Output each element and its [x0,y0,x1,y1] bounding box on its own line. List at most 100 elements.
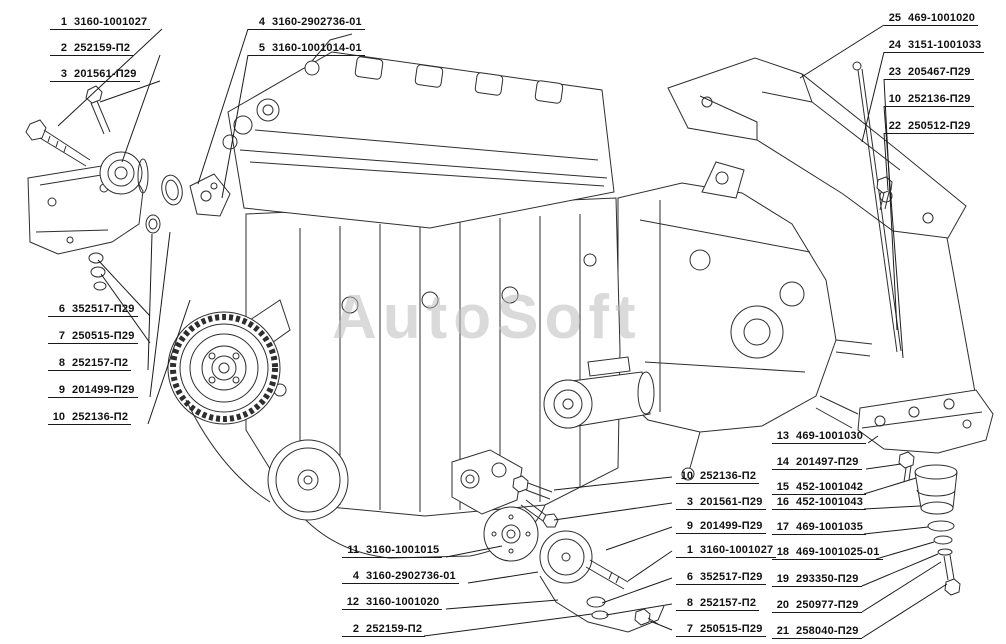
part-number: 10 [888,93,901,105]
part-number: 1 [686,544,693,556]
part-code: 3160-1001027 [74,16,148,28]
part-label: 16 452-1001043 [772,496,867,510]
part-code: 252159-П2 [366,623,423,635]
part-label: 7 250515-П29 [48,330,138,344]
part-label: 8 252157-П2 [48,357,132,371]
part-number: 8 [686,597,693,609]
part-code: 250515-П29 [72,330,135,342]
part-code: 352517-П29 [700,571,763,583]
part-code: 250977-П29 [796,599,859,611]
part-label: 2 252159-П2 [342,623,426,637]
part-label: 3 201561-П29 [676,496,766,510]
part-code: 3160-1001014-01 [272,42,362,54]
part-code: 469-1001020 [908,12,976,24]
right-mount-assembly [857,389,994,596]
part-label: 23 205467-П29 [884,66,974,80]
part-code: 469-1001030 [796,430,864,442]
part-number: 22 [888,120,901,132]
part-number: 4 [352,570,359,582]
part-code: 201561-П29 [700,496,763,508]
part-number: 8 [58,357,65,369]
part-code: 3160-1001027 [700,544,774,556]
part-number: 12 [346,596,359,608]
part-code: 252157-П2 [700,597,757,609]
part-code: 252157-П2 [72,357,129,369]
part-number: 17 [776,521,789,533]
part-code: 452-1001043 [796,496,864,508]
part-label: 18 469-1001025-01 [772,546,883,560]
part-code: 3151-1001033 [908,39,982,51]
part-label: 22 250512-П29 [884,120,974,134]
part-code: 469-1001025-01 [796,546,880,558]
part-number: 16 [776,496,789,508]
part-number: 6 [686,571,693,583]
part-code: 250512-П29 [908,120,971,132]
part-number: 7 [686,623,693,635]
part-number: 3 [60,68,67,80]
part-number: 13 [776,430,789,442]
part-label: 17 469-1001035 [772,521,867,535]
part-number: 19 [776,573,789,585]
part-label: 10 252136-П2 [48,411,132,425]
part-number: 4 [258,16,265,28]
part-code: 352517-П29 [72,303,135,315]
bottom-mount-assembly [451,449,665,633]
part-code: 469-1001035 [796,521,864,533]
part-label: 2 252159-П2 [50,42,134,56]
part-number: 6 [58,303,65,315]
part-code: 3160-1001020 [366,596,440,608]
part-number: 25 [888,12,901,24]
starter-motor [543,356,655,429]
part-code: 252136-П29 [908,93,971,105]
part-number: 3 [686,496,693,508]
part-label: 9 201499-П29 [676,520,766,534]
part-number: 9 [58,384,65,396]
part-label: 21 258040-П29 [772,625,862,639]
part-label: 13 469-1001030 [772,430,867,444]
part-number: 7 [58,330,65,342]
part-code: 258040-П29 [796,625,859,637]
part-number: 5 [258,42,265,54]
part-code: 252136-П2 [72,411,129,423]
part-number: 20 [776,599,789,611]
part-code: 201499-П29 [700,520,763,532]
part-code: 250515-П29 [700,623,763,635]
part-code: 452-1001042 [796,481,864,493]
part-code: 252159-П2 [74,42,131,54]
part-number: 10 [680,470,693,482]
part-label: 7 250515-П29 [676,623,766,637]
part-code: 205467-П29 [908,66,971,78]
part-number: 2 [352,623,359,635]
part-number: 23 [888,66,901,78]
frame-bracket [667,57,976,393]
part-code: 293350-П29 [796,573,859,585]
part-number: 21 [776,625,789,637]
part-number: 9 [686,520,693,532]
part-code: 3160-1001015 [366,544,440,556]
part-label: 10 252136-П29 [884,93,974,107]
part-number: 1 [60,16,67,28]
part-label: 6 352517-П29 [676,571,766,585]
part-number: 2 [60,42,67,54]
part-code: 3160-2902736-01 [366,570,456,582]
part-number: 10 [52,411,65,423]
part-number: 18 [776,546,789,558]
fan-clutch [167,299,349,521]
part-label: 25 469-1001020 [884,12,979,26]
part-number: 11 [347,544,359,556]
part-label: 6 352517-П29 [48,303,138,317]
part-code: 201497-П29 [796,456,859,468]
part-label: 11 3160-1001015 [342,544,443,558]
part-label: 1 3160-1001027 [676,544,777,558]
valve-cover [222,33,615,229]
part-number: 14 [776,456,789,468]
leader-lines [57,24,948,639]
part-label: 1 3160-1001027 [50,16,151,30]
